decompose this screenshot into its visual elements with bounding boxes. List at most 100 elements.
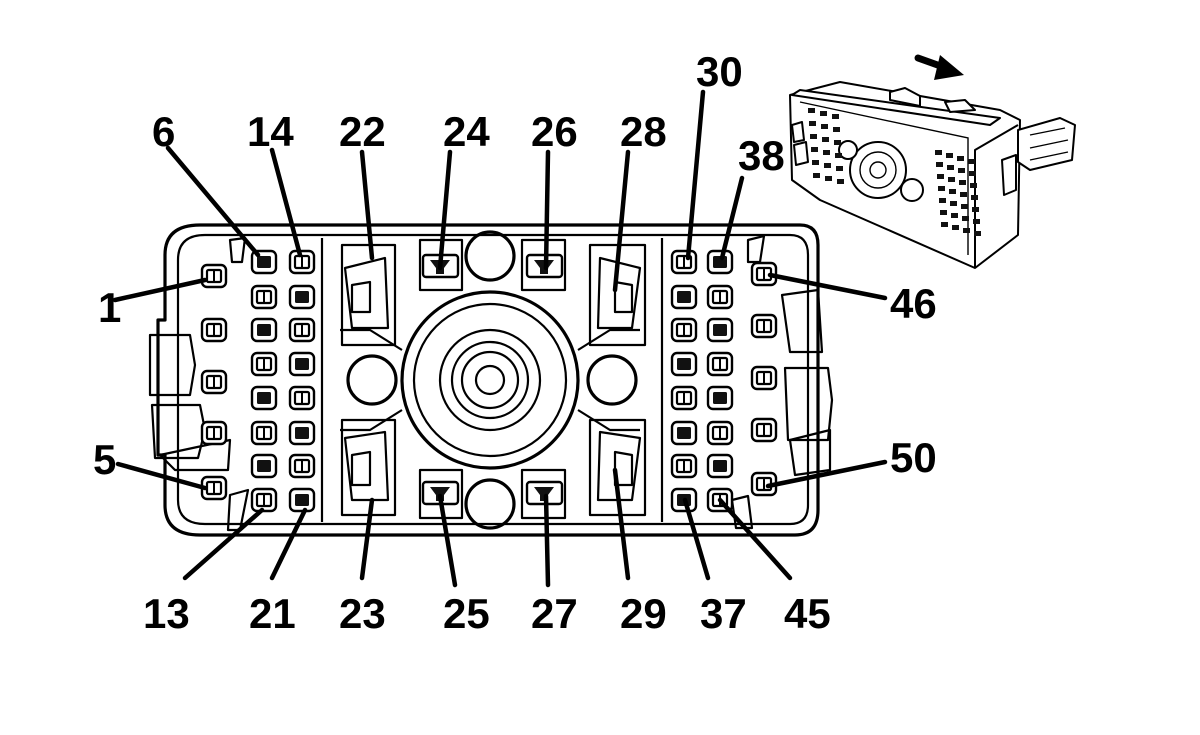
terminal-block-22 (340, 243, 397, 347)
isometric-pin (833, 127, 840, 132)
pin-cavity (706, 453, 734, 479)
pin-label-1: 1 (98, 284, 121, 331)
isometric-pin (836, 166, 843, 171)
leader-45 (717, 497, 793, 581)
leader-14 (269, 147, 303, 258)
isometric-pin (939, 198, 946, 203)
bottom-post (464, 478, 516, 530)
isometric-pin (974, 231, 981, 236)
leader-23 (359, 497, 375, 581)
pin-cavity (250, 351, 278, 377)
leader-26 (543, 149, 551, 271)
pin-cavity (200, 369, 228, 395)
isometric-pin (823, 150, 830, 155)
pin-cavity (288, 487, 316, 513)
central-boss (340, 290, 640, 470)
leader-lines (112, 89, 888, 588)
connector-inner-wall (176, 233, 810, 526)
connector-face (148, 223, 834, 537)
pin-cavity (200, 317, 228, 343)
isometric-pin (835, 153, 842, 158)
isometric-pin (825, 176, 832, 181)
isometric-pin (832, 114, 839, 119)
pin-label-50: 50 (890, 434, 937, 481)
insertion-direction-arrow-icon (914, 54, 964, 80)
right-latch-upper (780, 288, 824, 354)
leader-13 (182, 507, 265, 581)
pin-label-22: 22 (339, 108, 386, 155)
isometric-pin (808, 108, 815, 113)
right-post (586, 354, 638, 406)
pin-label-45: 45 (784, 590, 831, 637)
right-top-key (746, 234, 766, 264)
isometric-pin (958, 168, 965, 173)
isometric-pin (973, 219, 980, 224)
isometric-pin (936, 162, 943, 167)
pin-cavity (250, 420, 278, 446)
pin-label-5: 5 (93, 436, 116, 483)
left-latch-upper (148, 333, 197, 397)
isometric-pin (970, 183, 977, 188)
pin-cavity (670, 351, 698, 377)
leader-24 (437, 149, 453, 271)
pin-cavity (706, 284, 734, 310)
leader-27 (543, 493, 551, 588)
leader-1 (112, 277, 208, 303)
pin-label-29: 29 (620, 590, 667, 637)
isometric-pin (821, 124, 828, 129)
pin-cavity (288, 284, 316, 310)
leader-37 (682, 497, 711, 581)
isometric-pin (811, 147, 818, 152)
leader-30 (685, 89, 706, 261)
isometric-pin (941, 222, 948, 227)
pin-label-27: 27 (531, 590, 578, 637)
isometric-pin (969, 171, 976, 176)
pin-cavity (288, 453, 316, 479)
isometric-pin (957, 156, 964, 161)
leader-50 (765, 459, 888, 489)
pin-label-23: 23 (339, 590, 386, 637)
isometric-pin-grid (808, 108, 981, 236)
pin-cavity (250, 284, 278, 310)
leader-5 (115, 461, 208, 491)
pin-cavity (288, 420, 316, 446)
terminal-26 (520, 238, 567, 292)
pin-label-46: 46 (890, 280, 937, 327)
isometric-pin (810, 134, 817, 139)
pin-label-13: 13 (143, 590, 190, 637)
pin-cavity (200, 263, 228, 289)
pin-label-28: 28 (620, 108, 667, 155)
right-wedge (788, 428, 832, 477)
isometric-pin (951, 213, 958, 218)
pin-cavity (706, 317, 734, 343)
isometric-pin (837, 179, 844, 184)
isometric-pin (948, 177, 955, 182)
isometric-pin (952, 225, 959, 230)
isometric-pin (959, 180, 966, 185)
leader-29 (612, 467, 631, 581)
leader-28 (612, 149, 631, 293)
leader-6 (165, 145, 261, 258)
pin-cavity (288, 317, 316, 343)
isometric-pin (963, 228, 970, 233)
isometric-pin (834, 140, 841, 145)
isometric-pin (937, 174, 944, 179)
pin-cavity (670, 385, 698, 411)
isometric-pin (813, 173, 820, 178)
pin-cavities (200, 249, 778, 513)
isometric-pin (961, 204, 968, 209)
pin-label-38: 38 (738, 132, 785, 179)
left-latch-lower (150, 403, 207, 460)
isometric-pin (809, 121, 816, 126)
isometric-pin (949, 189, 956, 194)
top-post (464, 230, 516, 282)
pin-cavity (706, 420, 734, 446)
isometric-pin (940, 210, 947, 215)
pin-cavity (670, 317, 698, 343)
pin-cavity (706, 351, 734, 377)
pin-cavity (250, 453, 278, 479)
pin-cavity (288, 385, 316, 411)
leader-22 (359, 149, 375, 261)
pin-label-21: 21 (249, 590, 296, 637)
pin-labels: 1 5 6 13 14 21 22 23 24 25 26 27 28 29 3… (93, 48, 937, 637)
